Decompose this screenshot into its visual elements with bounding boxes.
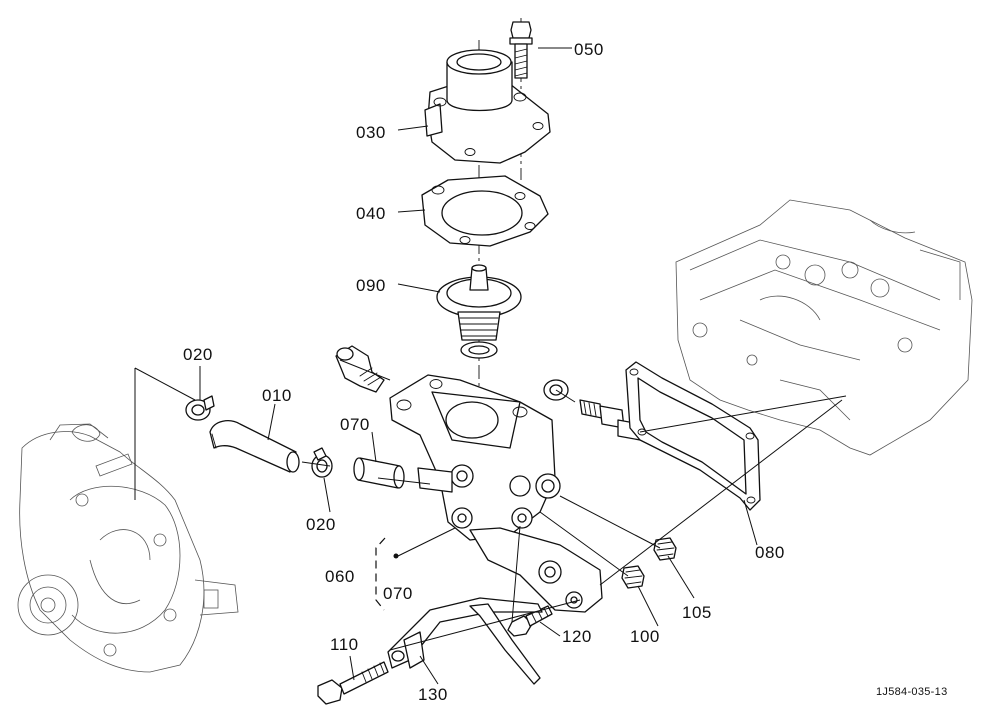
thermostat-housing-060 (389, 374, 603, 613)
plug-100 (621, 565, 645, 589)
label-090: 090 (356, 276, 386, 295)
label-040: 040 (356, 204, 386, 223)
label-105: 105 (682, 603, 712, 622)
label-020-top: 020 (183, 345, 213, 364)
hose-clamp-020-right (311, 447, 333, 478)
label-110: 110 (330, 635, 359, 654)
plug-105 (653, 537, 677, 561)
gasket-080 (625, 361, 761, 511)
leader-060-dot (397, 527, 456, 557)
cylinder-head-drawing (675, 199, 973, 456)
label-leaders (199, 47, 758, 685)
label-020-bottom: 020 (306, 515, 336, 534)
group-bracket-060-070 (375, 537, 386, 611)
pump-connection-leader (134, 367, 196, 500)
bypass-hose-010 (209, 420, 300, 473)
label-070-bottom: 070 (383, 584, 413, 603)
label-010: 010 (262, 386, 292, 405)
hose-clamp-020-left (185, 395, 215, 421)
alignment-lines (301, 359, 847, 651)
label-080: 080 (755, 543, 785, 562)
label-070-top: 070 (340, 415, 370, 434)
thermostat-090 (436, 264, 522, 359)
bolt-110 (317, 661, 389, 705)
label-050: 050 (574, 40, 604, 59)
temperature-sensor (543, 379, 641, 441)
label-100: 100 (630, 627, 660, 646)
group-dot (393, 553, 399, 559)
housing-plug-fitting (335, 345, 385, 393)
drawing-reference-code: 1J584-035-13 (876, 686, 948, 698)
gasket-040 (421, 175, 549, 247)
label-030: 030 (356, 123, 386, 142)
label-060: 060 (325, 567, 355, 586)
pipe-070 (353, 457, 405, 489)
bolt-050 (509, 21, 533, 79)
water-pump-drawing (17, 423, 239, 673)
thermostat-cover-030 (424, 49, 551, 164)
label-130: 130 (418, 685, 448, 704)
bracket-130 (387, 597, 543, 685)
label-120: 120 (562, 627, 592, 646)
